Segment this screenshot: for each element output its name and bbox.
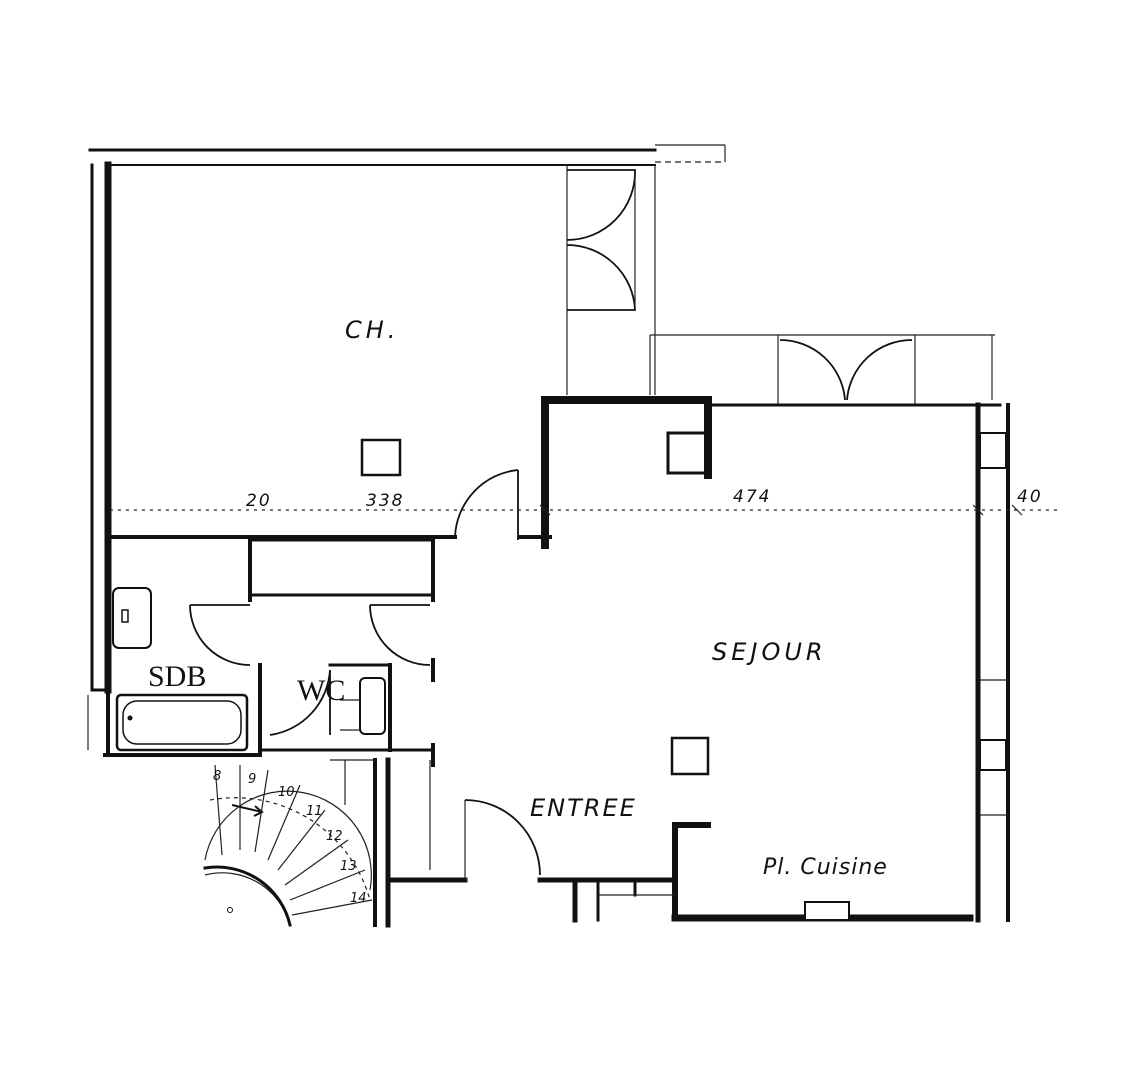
- stair-step-label: 13: [340, 859, 357, 874]
- room-label-wc: WC: [297, 674, 345, 707]
- door-swings: [189, 169, 913, 876]
- exterior-walls: [87, 144, 1010, 928]
- sejour-duct: [670, 736, 710, 776]
- room-label-entree: ENTREE: [530, 794, 637, 822]
- stair-step-label: 10: [278, 785, 295, 800]
- washbasin-icon: [112, 587, 152, 649]
- bathroom-block: [103, 535, 435, 767]
- stair-step-label: 14: [350, 891, 367, 906]
- stair-step-label: 11: [306, 804, 323, 819]
- stair-step-label: 9: [248, 772, 256, 787]
- room-label-sejour: SEJOUR: [712, 638, 827, 666]
- dimension-label: 338: [366, 491, 404, 511]
- toilet-icon: [359, 677, 386, 735]
- room-label-chambre: CH.: [345, 316, 399, 344]
- stair-step-label: 8: [213, 769, 221, 784]
- dimension-label: 20: [246, 491, 272, 511]
- dimension-label: 40: [1017, 487, 1043, 507]
- room-label-sdb: SDB: [148, 660, 206, 693]
- dimension-line: [110, 504, 1060, 516]
- stair-step-label: 12: [326, 829, 343, 844]
- bedroom-duct: [360, 438, 402, 477]
- stair-arrow-icon: [231, 804, 264, 817]
- dimension-label: 474: [733, 487, 771, 507]
- spiral-staircase: 8 9 10 11 12 13 14: [203, 764, 373, 927]
- room-label-cuisine: Pl. Cuisine: [763, 855, 888, 880]
- bathtub-icon: [115, 693, 249, 752]
